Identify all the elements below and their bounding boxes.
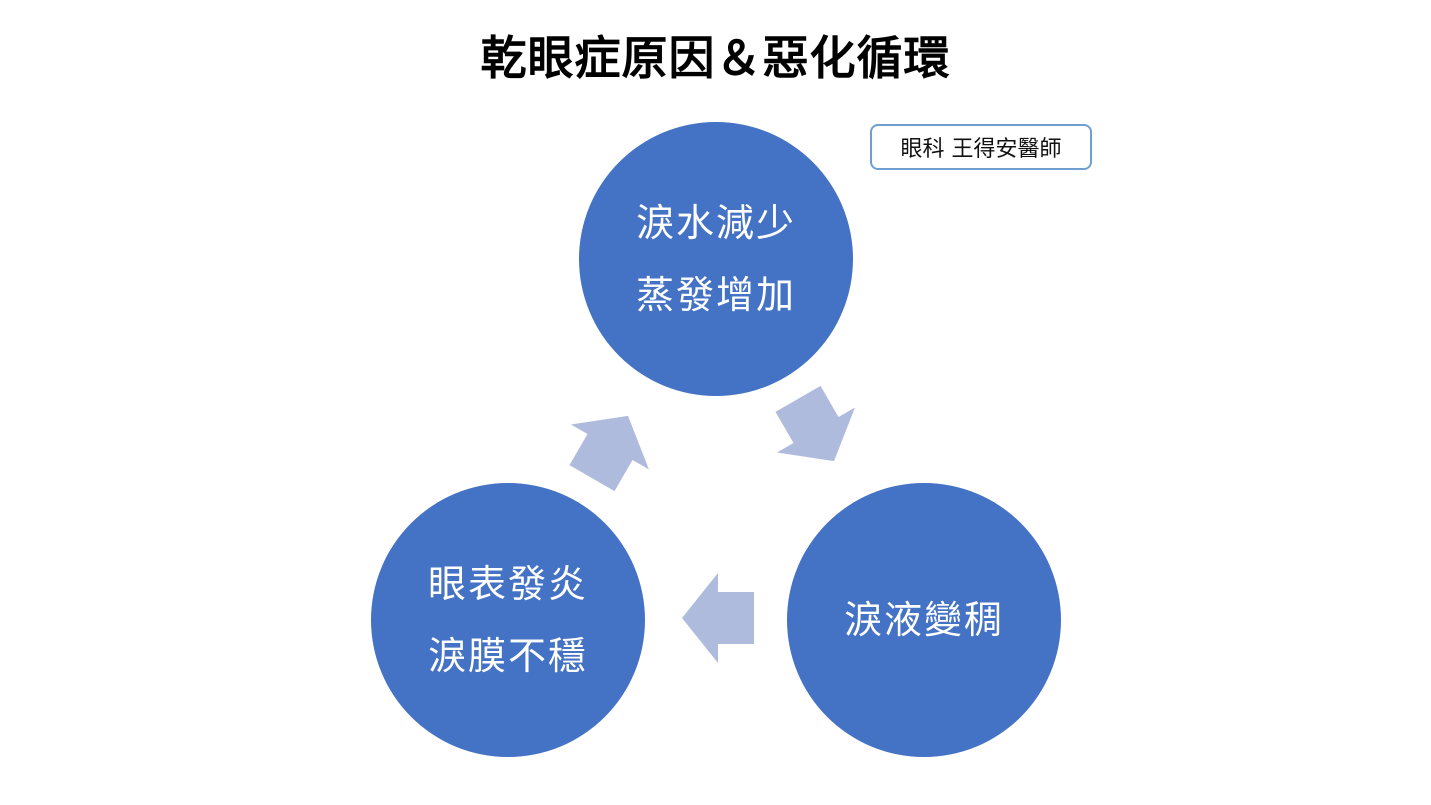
node-top-label: 淚水減少 蒸發增加 (579, 187, 853, 331)
node-circle-top (579, 122, 853, 396)
page-title: 乾眼症原因＆惡化循環 (480, 31, 951, 85)
node-top-line-1: 淚水減少 (635, 201, 796, 245)
arrow-right-to-left-icon (682, 573, 754, 663)
author-badge: 眼科 王得安醫師 (870, 124, 1092, 170)
arrow-top-to-right-icon (775, 385, 855, 462)
node-left-label: 眼表發炎 淚膜不穩 (371, 548, 645, 692)
node-left-line-2: 淚膜不穩 (427, 634, 588, 678)
node-right-line-1: 淚液變稠 (843, 598, 1004, 642)
node-circle-right (787, 483, 1061, 757)
node-top-line-2: 蒸發增加 (635, 273, 796, 317)
node-left-line-1: 眼表發炎 (427, 562, 588, 606)
arrow-left-to-top-icon (569, 415, 649, 492)
node-circle-left (371, 483, 645, 757)
node-right-label: 淚液變稠 (787, 584, 1061, 656)
